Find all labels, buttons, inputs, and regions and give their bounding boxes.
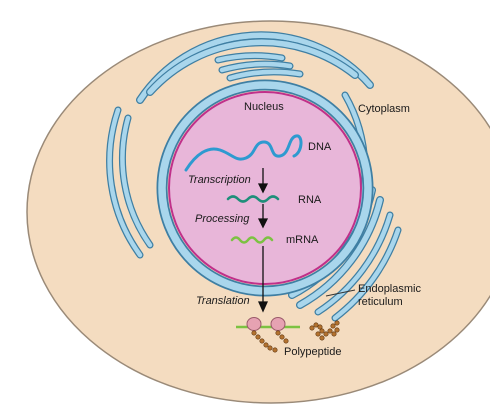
label-rna: RNA bbox=[298, 194, 322, 206]
arrows bbox=[257, 168, 269, 313]
label-cytoplasm: Cytoplasm bbox=[358, 103, 410, 115]
er-leader-line bbox=[325, 289, 356, 297]
label-mrna: mRNA bbox=[286, 234, 319, 246]
label-dna: DNA bbox=[308, 141, 332, 153]
ribosome-2 bbox=[270, 317, 286, 331]
mrna-strand bbox=[230, 236, 274, 244]
ribosome-1 bbox=[246, 317, 262, 331]
dna-strand bbox=[184, 134, 303, 172]
label-processing: Processing bbox=[195, 213, 250, 225]
rna-strand bbox=[226, 195, 280, 203]
label-polypeptide: Polypeptide bbox=[284, 346, 342, 358]
translation-site bbox=[236, 317, 340, 353]
label-transcription: Transcription bbox=[188, 174, 251, 186]
polypeptide-chain bbox=[251, 320, 340, 353]
label-translation: Translation bbox=[196, 295, 250, 307]
label-nucleus: Nucleus bbox=[244, 101, 284, 113]
label-er-line2: reticulum bbox=[358, 296, 403, 308]
label-er-line1: Endoplasmic bbox=[358, 283, 421, 295]
